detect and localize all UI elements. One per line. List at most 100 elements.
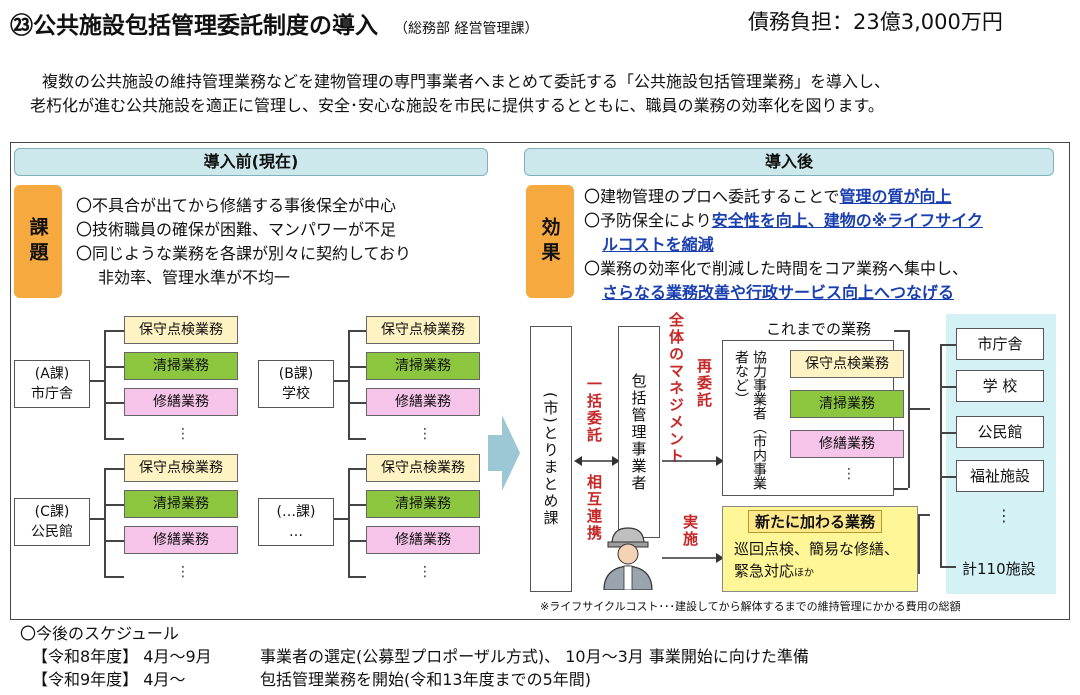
task-maintenance: 保守点検業務 <box>366 316 480 344</box>
connector <box>104 540 124 542</box>
task-repair: 修繕業務 <box>790 430 904 458</box>
connector <box>940 344 956 346</box>
arrow-right-icon <box>662 456 724 466</box>
connector <box>940 386 956 388</box>
before-heading: 導入前(現在) <box>14 148 488 176</box>
connector <box>104 504 124 506</box>
bidirectional-arrow-icon <box>574 456 620 466</box>
resubcontract-label: 再委託 <box>695 358 713 409</box>
lump-sum-label: 一括委託 <box>585 376 603 444</box>
connector <box>940 566 956 568</box>
connector <box>104 330 124 332</box>
facilities-panel <box>946 314 1056 594</box>
transition-arrow-icon <box>488 415 520 491</box>
connector <box>348 438 366 440</box>
issues-list: 〇不具合が出てから修繕する事後保全が中心 〇技術職員の確保が困難、マンパワーが不… <box>76 194 411 290</box>
page-title: ㉓公共施設包括管理委託制度の導入 （総務部 経営管理課） <box>10 6 538 40</box>
ellipsis: ⋮ <box>418 564 432 580</box>
effects-badge: 効果 <box>526 185 574 298</box>
connector <box>334 518 348 520</box>
schedule-row: 【令和9年度】 4月～包括管理業務を開始(令和13年度までの5年間) <box>32 670 592 689</box>
facility-school: 学 校 <box>956 370 1044 402</box>
ellipsis: ⋮ <box>176 564 190 580</box>
intro-line-1: 複数の公共施設の維持管理業務などを建物管理の専門事業者へまとめて委託する「公共施… <box>42 72 891 91</box>
connector <box>940 344 942 566</box>
connector <box>90 518 104 520</box>
connector <box>348 540 366 542</box>
task-cleaning: 清掃業務 <box>124 352 238 380</box>
new-tasks-body: 巡回点検、簡易な修繕、 緊急対応ほか <box>734 540 900 580</box>
task-repair: 修繕業務 <box>124 526 238 554</box>
management-label: 全体のマネジメント <box>667 312 685 465</box>
effect-item: 〇建物管理のプロへ委託することで管理の質が向上 <box>584 187 952 206</box>
main-frame <box>10 142 1070 620</box>
budget-label: 債務負担：23億3,000万円 <box>748 10 1003 34</box>
connector <box>334 380 348 382</box>
new-tasks-title: 新たに加わる業務 <box>748 510 883 533</box>
effect-item: さらなる業務改善や行政サービス向上へつなげる <box>602 283 955 302</box>
task-cleaning: 清掃業務 <box>366 352 480 380</box>
existing-tasks-title: これまでの業務 <box>762 318 876 339</box>
connector <box>894 488 908 490</box>
lifecycle-cost-note: ※ライフサイクルコスト･･･建設してから解体するまでの維持管理にかかる費用の総額 <box>540 600 961 613</box>
connector <box>348 504 366 506</box>
task-maintenance: 保守点検業務 <box>790 350 904 378</box>
issue-item: 非効率、管理水準が不均一 <box>98 268 291 287</box>
dept-c: (C課)公民館 <box>14 498 90 546</box>
department-label: （総務部 経営管理課） <box>394 21 539 37</box>
effect-item: ルコストを縮減 <box>602 235 714 254</box>
effects-list: 〇建物管理のプロへ委託することで管理の質が向上 〇予防保全により安全性を向上、建… <box>584 185 983 305</box>
schedule-row: 【令和8年度】 4月～9月事業者の選定(公募型プロポーザル方式)、 10月～3月… <box>32 647 809 666</box>
dept-other: (…課)… <box>258 498 334 546</box>
connector <box>348 402 366 404</box>
connector <box>104 330 106 440</box>
facility-city-hall: 市庁舎 <box>956 328 1044 360</box>
connector <box>90 380 104 382</box>
title-text: ㉓公共施設包括管理委託制度の導入 <box>10 13 378 39</box>
after-heading: 導入後 <box>524 148 1054 176</box>
connector <box>348 330 366 332</box>
connector <box>104 468 106 578</box>
connector <box>104 438 124 440</box>
connector <box>104 366 124 368</box>
ellipsis: ⋮ <box>996 506 1012 525</box>
worker-icon <box>603 527 653 590</box>
contractor-box: 包括管理事業者 <box>618 326 660 538</box>
facility-community-center: 公民館 <box>956 416 1044 448</box>
intro-line-2: 老朽化が進む公共施設を適正に管理し、安全･安心な施設を市民に提供するとともに、職… <box>30 96 884 115</box>
task-cleaning: 清掃業務 <box>124 490 238 518</box>
connector <box>918 514 930 516</box>
connector <box>940 432 956 434</box>
task-repair: 修繕業務 <box>124 388 238 416</box>
connector <box>908 408 930 410</box>
issue-item: 〇不具合が出てから修繕する事後保全が中心 <box>76 196 397 215</box>
issues-badge: 課題 <box>14 185 62 298</box>
task-cleaning: 清掃業務 <box>790 390 904 418</box>
intro-text: 複数の公共施設の維持管理業務などを建物管理の専門事業者へまとめて委託する「公共施… <box>30 70 1070 118</box>
effect-item: 〇業務の効率化で削減した時間をコア業務へ集中し、 <box>584 259 969 278</box>
connector <box>348 468 366 470</box>
schedule-heading: 〇今後のスケジュール <box>20 624 179 643</box>
task-maintenance: 保守点検業務 <box>124 454 238 482</box>
effect-item: 〇予防保全により安全性を向上、建物の※ライフサイク <box>584 211 983 230</box>
connector <box>348 330 350 440</box>
connector <box>940 476 956 478</box>
arrow-right-icon <box>662 553 724 563</box>
connector <box>894 330 908 332</box>
issue-item: 〇技術職員の確保が困難、マンパワーが不足 <box>76 220 397 239</box>
facilities-total: 計110施設 <box>962 560 1036 578</box>
task-cleaning: 清掃業務 <box>366 490 480 518</box>
dept-b: (B課)学校 <box>258 360 334 408</box>
ellipsis: ⋮ <box>842 466 856 482</box>
schedule-section: 〇今後のスケジュール 【令和8年度】 4月～9月事業者の選定(公募型プロポーザル… <box>20 622 809 691</box>
task-maintenance: 保守点検業務 <box>366 454 480 482</box>
mutual-link-label: 相互連携 <box>585 474 603 542</box>
task-repair: 修繕業務 <box>366 388 480 416</box>
connector <box>348 468 350 578</box>
ellipsis: ⋮ <box>418 426 432 442</box>
task-maintenance: 保守点検業務 <box>124 316 238 344</box>
ellipsis: ⋮ <box>176 426 190 442</box>
connector <box>104 576 124 578</box>
connector <box>104 402 124 404</box>
task-repair: 修繕業務 <box>366 526 480 554</box>
